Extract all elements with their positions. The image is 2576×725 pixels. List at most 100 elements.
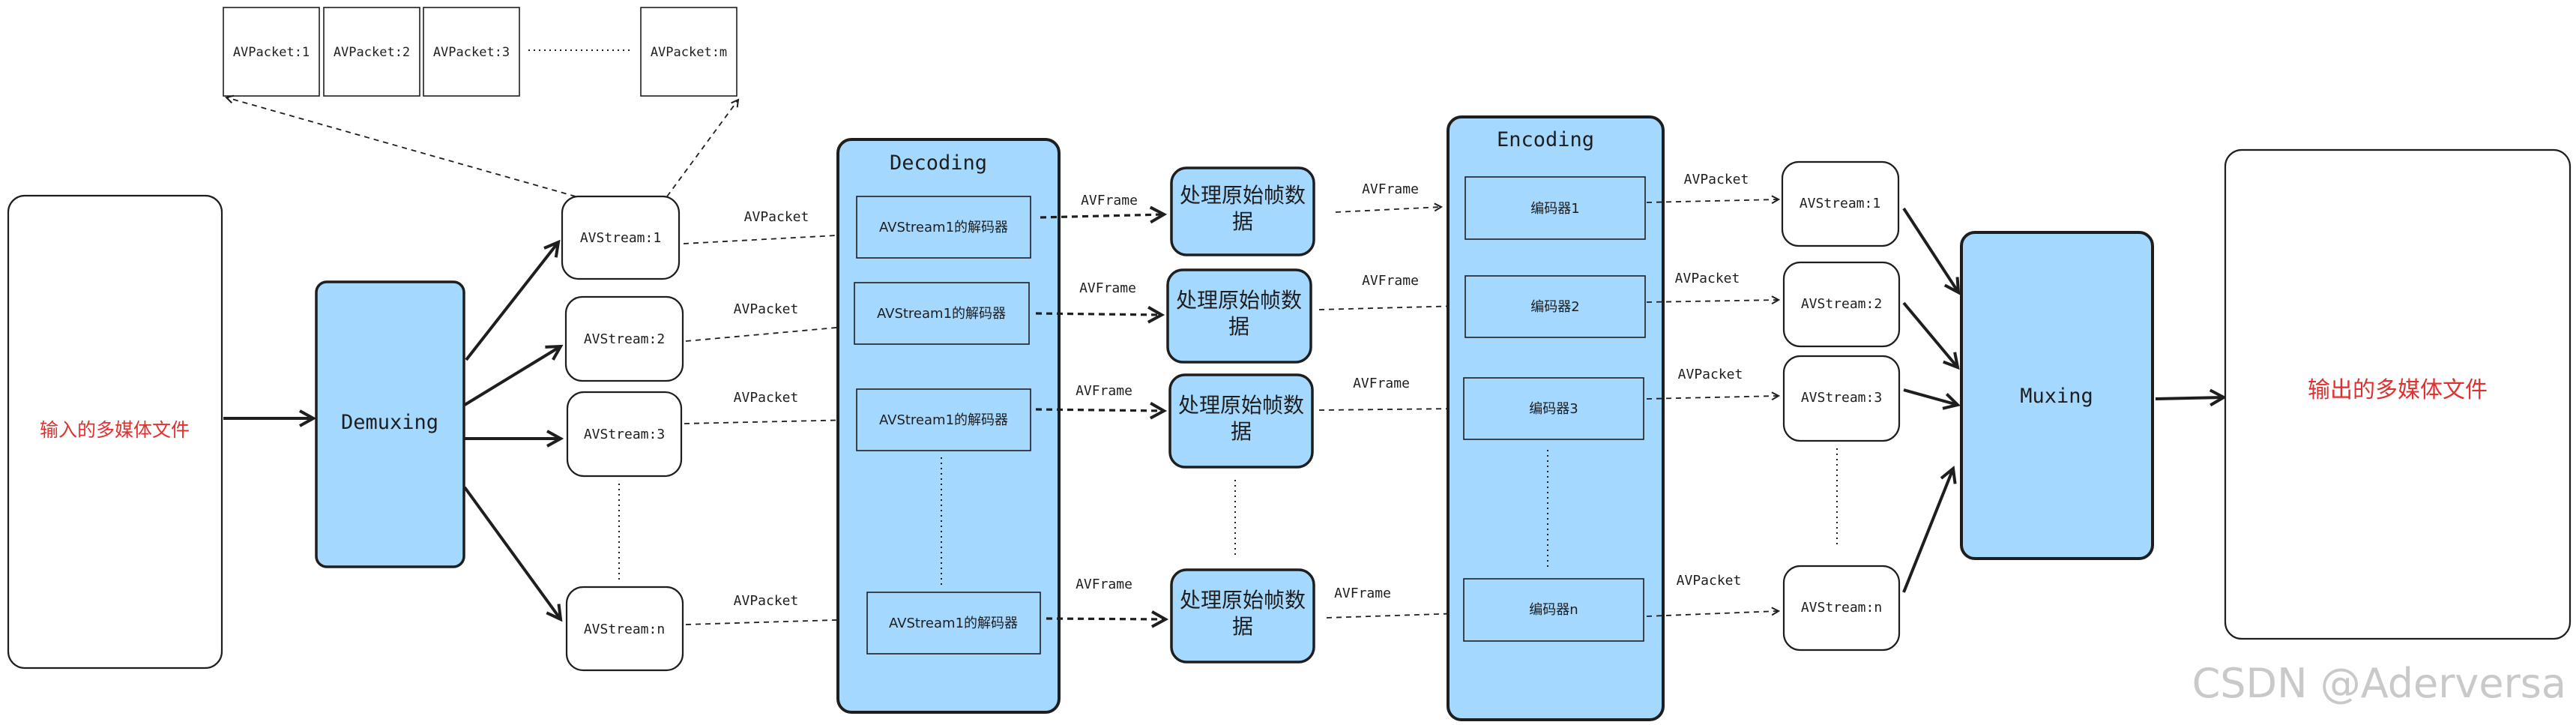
edge-label-avframe-7: AVFrame xyxy=(1353,376,1410,391)
input-stream-label-3: AVStream:3 xyxy=(584,427,665,442)
encoder-label-2: 编码器2 xyxy=(1530,299,1579,315)
input-stream-label-2: AVStream:2 xyxy=(584,331,665,347)
arrow-stream1-decoder xyxy=(683,235,851,244)
edge-label-avframe-3: AVFrame xyxy=(1076,383,1132,399)
input-streams: AVStream:1 AVStream:2 AVStream:3 AVStrea… xyxy=(561,195,684,672)
process-box-n xyxy=(1170,568,1315,664)
decoder-label-3: AVStream1的解码器 xyxy=(879,412,1008,428)
output-stream-label-3: AVStream:3 xyxy=(1801,390,1882,406)
decoding-label: Decoding xyxy=(890,151,987,175)
packet-link-left xyxy=(226,97,576,197)
process-label-3b: 据 xyxy=(1231,419,1252,444)
edge-label-avframe-2: AVFrame xyxy=(1079,280,1136,296)
process-label-2: 处理原始帧数 xyxy=(1176,288,1302,313)
edge-label-avpacket-4: AVPacket xyxy=(734,593,799,609)
arrow-stream2-decoder xyxy=(685,326,853,342)
output-file-box xyxy=(2224,148,2572,640)
output-stream-1 xyxy=(1781,160,1900,247)
edge-label-avframe-4: AVFrame xyxy=(1076,577,1132,592)
demuxing-box xyxy=(315,280,465,568)
encoding-label: Encoding xyxy=(1497,128,1594,151)
process-boxes: 处理原始帧数 据 处理原始帧数 据 处理原始帧数 据 处理原始帧数 据 xyxy=(1166,166,1315,664)
arrow-demux-stream-2 xyxy=(463,346,561,406)
edge-label-avpacket-6: AVPacket xyxy=(1675,271,1740,286)
process-label-3: 处理原始帧数 xyxy=(1178,393,1304,418)
muxing-label: Muxing xyxy=(2020,385,2093,408)
output-stream-label-n: AVStream:n xyxy=(1801,600,1882,616)
packet-box-m xyxy=(640,7,737,97)
output-stream-2 xyxy=(1782,261,1901,348)
packet-link-right xyxy=(666,100,738,197)
process-label-n: 处理原始帧数 xyxy=(1180,588,1306,613)
encoder-label-n: 编码器n xyxy=(1529,602,1578,618)
edge-label-avframe-6: AVFrame xyxy=(1362,273,1419,289)
edge-label-avpacket-3: AVPacket xyxy=(734,390,799,406)
decoder-2 xyxy=(854,282,1030,345)
encoder-1 xyxy=(1465,176,1646,240)
process-label-1: 处理原始帧数 xyxy=(1180,183,1306,208)
encoder-label-1: 编码器1 xyxy=(1530,201,1579,217)
arrow-mux-to-output xyxy=(2155,397,2224,399)
arrow-process1-encoder xyxy=(1335,207,1441,213)
input-stream-2 xyxy=(564,295,684,382)
decoder-1 xyxy=(856,196,1031,259)
edge-label-avframe-5: AVFrame xyxy=(1362,181,1419,197)
edge-label-avpacket-8: AVPacket xyxy=(1677,573,1742,589)
packet-box-3 xyxy=(423,7,520,97)
packet-label-3: AVPacket:3 xyxy=(433,45,510,60)
encoder-n xyxy=(1463,578,1644,642)
packet-label-m: AVPacket:m xyxy=(651,45,727,60)
decoder-label-2: AVStream1的解码器 xyxy=(877,306,1006,322)
input-stream-label-n: AVStream:n xyxy=(584,622,665,637)
arrow-encoder1-stream xyxy=(1646,199,1779,202)
encoder-2 xyxy=(1465,275,1646,338)
arrow-demux-stream-1 xyxy=(465,242,558,361)
arrow-decoder3-process xyxy=(1035,409,1164,411)
process-label-2b: 据 xyxy=(1228,314,1249,339)
arrow-stream2-mux xyxy=(1902,301,1958,367)
arrow-demux-stream-n xyxy=(463,486,561,619)
encoder-3 xyxy=(1463,377,1644,440)
input-stream-n xyxy=(565,586,684,672)
decoder-label-1: AVStream1的解码器 xyxy=(879,220,1008,235)
muxing-box xyxy=(1960,231,2154,560)
decoder-n xyxy=(866,592,1041,655)
output-streams: AVStream:1 AVStream:2 AVStream:3 AVStrea… xyxy=(1781,160,1901,652)
arrow-streamn-mux xyxy=(1902,469,1953,593)
arrow-encoder3-stream xyxy=(1646,396,1779,399)
edge-label-avpacket-7: AVPacket xyxy=(1678,367,1743,382)
demuxing-label: Demuxing xyxy=(341,411,438,434)
input-stream-3 xyxy=(566,391,683,478)
packet-label-1: AVPacket:1 xyxy=(233,45,310,60)
output-stream-label-2: AVStream:2 xyxy=(1801,296,1882,312)
csdn-watermark: CSDN @Aderversa xyxy=(2192,660,2566,707)
edge-label-avpacket-5: AVPacket xyxy=(1684,172,1749,187)
output-file-label: 输出的多媒体文件 xyxy=(2308,377,2488,403)
process-box-3 xyxy=(1168,373,1314,469)
packet-box-1 xyxy=(223,7,320,97)
decoder-3 xyxy=(856,388,1031,451)
arrow-stream3-decoder xyxy=(684,420,853,424)
input-stream-label-1: AVStream:1 xyxy=(580,230,661,246)
arrow-stream1-mux xyxy=(1902,207,1958,292)
edge-label-avframe-8: AVFrame xyxy=(1334,586,1391,601)
packet-box-2 xyxy=(323,7,420,97)
arrow-streamn-decoder xyxy=(685,619,860,625)
edge-label-avpacket-1: AVPacket xyxy=(744,209,809,225)
output-stream-3 xyxy=(1782,355,1901,442)
input-file-label: 输入的多媒体文件 xyxy=(40,419,190,441)
packet-strip: AVPacket:1 AVPacket:2 AVPacket:3 AVPacke… xyxy=(223,7,738,197)
edge-label-avframe-1: AVFrame xyxy=(1081,193,1138,208)
arrow-process2-encoder xyxy=(1318,306,1460,310)
input-stream-1 xyxy=(561,195,681,280)
arrow-processn-encoder xyxy=(1326,613,1462,619)
process-box-2 xyxy=(1166,268,1312,364)
encoder-label-3: 编码器3 xyxy=(1529,401,1578,417)
output-stream-label-1: AVStream:1 xyxy=(1800,196,1880,211)
arrow-process3-encoder xyxy=(1318,409,1458,410)
decoder-label-n: AVStream1的解码器 xyxy=(889,616,1018,631)
input-file-box xyxy=(7,194,223,670)
edge-label-avpacket-2: AVPacket xyxy=(734,301,799,317)
arrow-stream3-mux xyxy=(1903,388,1958,405)
